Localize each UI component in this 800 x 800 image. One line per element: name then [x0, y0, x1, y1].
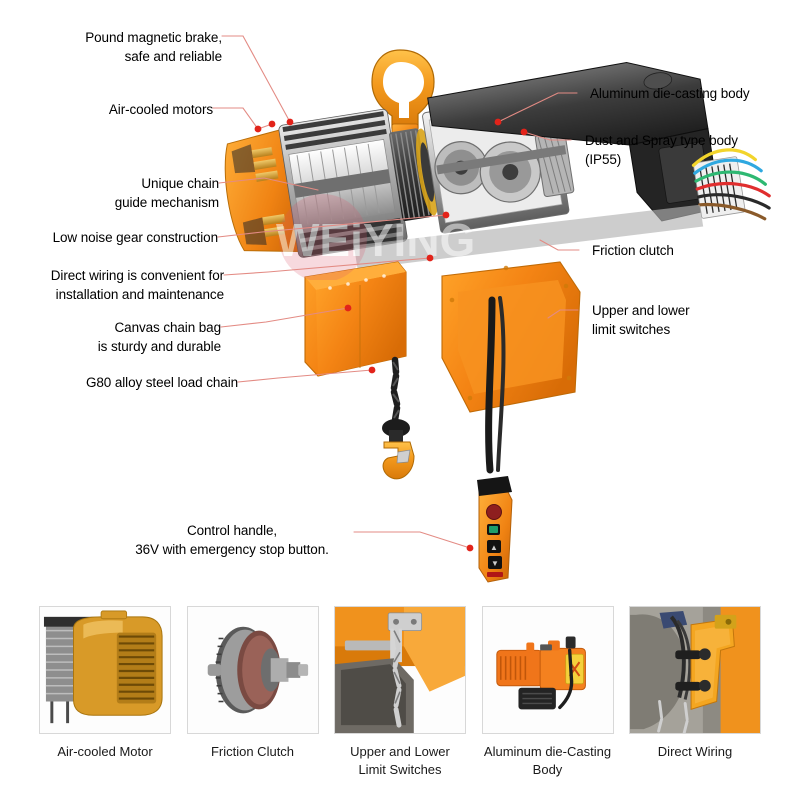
motor-housing-fins — [278, 108, 408, 258]
thumbnail-friction-clutch[interactable]: Friction Clutch — [184, 606, 322, 800]
thumbnail-strip: Air-cooled Motor — [0, 606, 800, 800]
thumbnail-caption: Direct Wiring — [657, 744, 733, 759]
callout-dust-spray-body: Dust and Spray type body (IP55) — [585, 133, 738, 168]
svg-text:▲: ▲ — [490, 543, 498, 552]
thumbnail-image-upper-lower-limit — [334, 606, 466, 734]
thumbnail-upper-lower-limit[interactable]: Upper and Lower Limit Switches — [331, 606, 469, 800]
hoist-cutaway-illustration: ▲ ▼ — [224, 49, 771, 583]
callout-canvas-chain-bag: Canvas chain bag is sturdy and durable — [97, 320, 221, 355]
limit-switch-housing — [441, 261, 581, 413]
wiring-terminal-block — [691, 148, 771, 221]
callout-upper-lower-limit: Upper and lower limit switches — [592, 303, 690, 338]
wire-harness — [691, 148, 771, 221]
thumbnail-caption: Upper and Lower Limit Switches — [350, 744, 450, 777]
thumbnail-image-air-cooled-motor — [39, 606, 171, 734]
pendant-control-cable — [485, 296, 506, 474]
housing-bolts — [449, 265, 572, 401]
callout-direct-wiring: Direct wiring is convenient for installa… — [50, 268, 224, 303]
callout-pound-magnetic-brake: Pound magnetic brake, safe and reliable — [85, 30, 222, 65]
callout-control-handle: Control handle, 36V with emergency stop … — [135, 523, 329, 558]
thumbnail-caption: Friction Clutch — [210, 744, 295, 759]
thumbnail-aluminum-die-casting[interactable]: Aluminum die-Casting Body — [479, 606, 617, 800]
callout-air-cooled-motors: Air-cooled motors — [108, 102, 213, 117]
thumbnail-caption: Aluminum die-Casting Body — [483, 744, 612, 777]
thumbnail-direct-wiring[interactable]: Direct Wiring — [626, 606, 764, 800]
callout-unique-chain-guide: Unique chain guide mechanism — [114, 176, 219, 211]
thumbnail-image-aluminum-die-casting — [481, 606, 614, 734]
product-hero-image: ▲ ▼ — [224, 49, 771, 583]
bottom-load-hook — [382, 419, 415, 480]
callout-g80-load-chain: G80 alloy steel load chain — [86, 375, 238, 390]
control-handle-pendant: ▲ ▼ — [477, 476, 513, 583]
callout-aluminum-die-casting: Aluminum die-casting body — [590, 86, 750, 101]
hoist-main-body — [224, 61, 771, 270]
canvas-chain-bag — [304, 261, 407, 377]
cable-gland-icon — [675, 648, 711, 692]
rotor-cutaway — [288, 139, 396, 228]
magnetic-brake-section — [389, 128, 439, 222]
g80-load-chain — [390, 356, 401, 424]
callout-low-noise-gear: Low noise gear construction — [52, 230, 219, 245]
thumbnail-caption: Air-cooled Motor — [57, 744, 153, 759]
callout-friction-clutch: Friction clutch — [592, 243, 674, 258]
thumbnail-air-cooled-motor[interactable]: Air-cooled Motor — [36, 606, 174, 800]
thumbnail-image-direct-wiring — [629, 606, 761, 734]
svg-text:▼: ▼ — [491, 559, 499, 568]
thumbnail-image-friction-clutch — [186, 606, 319, 734]
